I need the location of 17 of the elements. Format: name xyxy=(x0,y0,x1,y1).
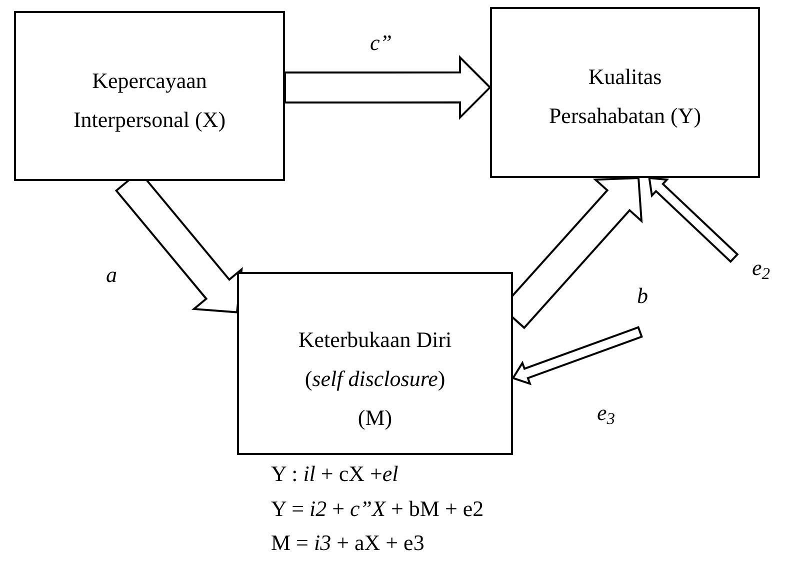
node-text: Kualitas Persahabatan (Y) xyxy=(548,63,702,130)
block-arrow xyxy=(511,326,643,386)
block-arrow xyxy=(284,54,492,120)
process-box xyxy=(490,7,760,178)
process-box xyxy=(237,272,513,455)
block-arrow xyxy=(648,176,739,264)
node-text: Keterbukaan Diri (self disclosure) (M) xyxy=(297,326,453,432)
edge-label: e$_{2}$ xyxy=(752,255,770,281)
edge-label: a xyxy=(106,262,117,288)
equation-text: Y = i2 + c”X + bM + e2 xyxy=(271,495,484,523)
edge-label: b xyxy=(637,283,648,309)
equation-text: M = i3 + aX + e3 xyxy=(271,529,424,557)
edge-label: e$_{3}$ xyxy=(597,400,616,426)
equation-text: Y : il + cX +el xyxy=(271,460,398,488)
process-box xyxy=(14,11,285,181)
node-text: Kepercayaan Interpersonal (X) xyxy=(72,67,227,134)
edge-label: c” xyxy=(370,30,392,56)
